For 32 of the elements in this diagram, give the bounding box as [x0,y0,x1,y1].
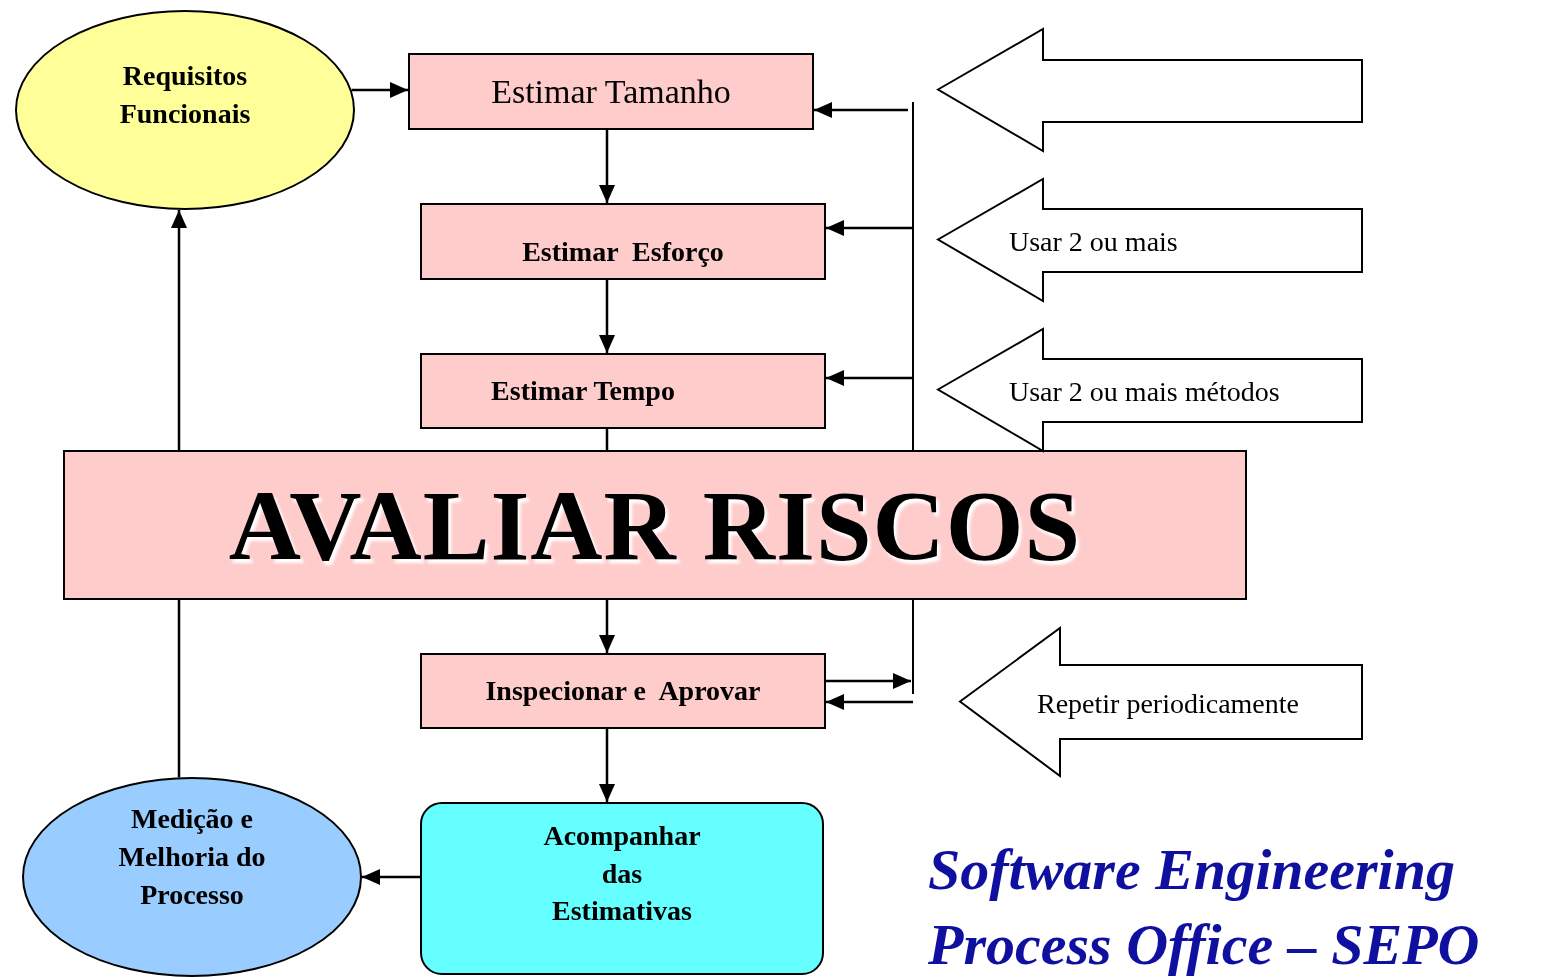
node-label: Estimar Tamanho [491,71,731,112]
arrow [599,729,615,802]
risk-banner [63,450,1247,600]
arrow [826,220,913,236]
arrow [599,600,615,653]
arrow [171,209,187,450]
arrow [814,102,908,118]
arrow [826,370,913,386]
node-label: Estimar Tempo [491,374,675,409]
node-label: Repetir periodicamente [1037,687,1299,722]
arrow [826,694,913,710]
process-box [420,353,826,429]
process-box [420,653,826,729]
connector-line [605,429,609,450]
process-box [408,53,814,130]
node-label: Inspecionar e Aprovar [485,674,761,709]
node-label: Acompanhar das Estimativas [542,818,702,929]
tracking-box [420,802,824,975]
arrow [599,280,615,353]
arrow [599,130,615,203]
organization-caption: Software Engineering Process Office – SEPO [928,836,1481,977]
connector-line [177,600,181,778]
node-label: Usar 2 ou mais métodos [1009,375,1280,410]
node-label: Usar 2 ou mais [1009,225,1178,260]
node-label: AVALIAR RISCOS [228,468,1082,583]
process-box [420,203,826,280]
arrow [826,673,911,689]
node-label: Requisitos Funcionais [118,59,252,131]
node-label: Estimar Esforço [522,234,724,269]
arrow [351,82,408,98]
node-label: Medição e Melhoria do Processo [117,802,267,912]
arrow [362,869,420,885]
